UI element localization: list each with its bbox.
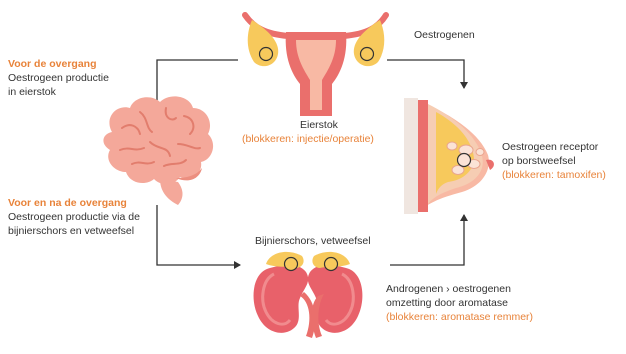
breast-icon: [404, 98, 494, 214]
arrow-ovary-to-breast: [387, 60, 464, 88]
left-bottom-heading: Voor en na de overgang: [8, 197, 127, 210]
left-bottom-line1: Oestrogeen productie via de: [8, 211, 140, 224]
aromatase-line2: omzetting door aromatase: [386, 297, 508, 310]
kidneys-icon: [254, 252, 363, 338]
left-top-line2: in eierstok: [8, 86, 56, 99]
oestrogenen-label: Oestrogenen: [414, 29, 475, 42]
arrow-brain-to-kidneys: [157, 205, 240, 265]
ovary-label: Eierstok: [300, 119, 338, 132]
left-bottom-line2: bijnierschors en vetweefsel: [8, 225, 134, 238]
breast-line2: op borstweefsel: [502, 155, 576, 168]
left-top-line1: Oestrogeen productie: [8, 72, 109, 85]
aromatase-block-label: (blokkeren: aromatase remmer): [386, 311, 533, 324]
adrenal-label: Bijnierschors, vetweefsel: [255, 235, 371, 248]
brain-icon: [103, 96, 213, 205]
breast-line1: Oestrogeen receptor: [502, 141, 598, 154]
left-top-heading: Voor de overgang: [8, 58, 97, 71]
ovary-block-label: (blokkeren: injectie/operatie): [242, 133, 374, 146]
breast-block-label: (blokkeren: tamoxifen): [502, 169, 606, 182]
uterus-icon: [245, 15, 386, 116]
arrow-kidneys-to-breast: [390, 215, 464, 265]
aromatase-line1: Androgenen › oestrogenen: [386, 283, 511, 296]
